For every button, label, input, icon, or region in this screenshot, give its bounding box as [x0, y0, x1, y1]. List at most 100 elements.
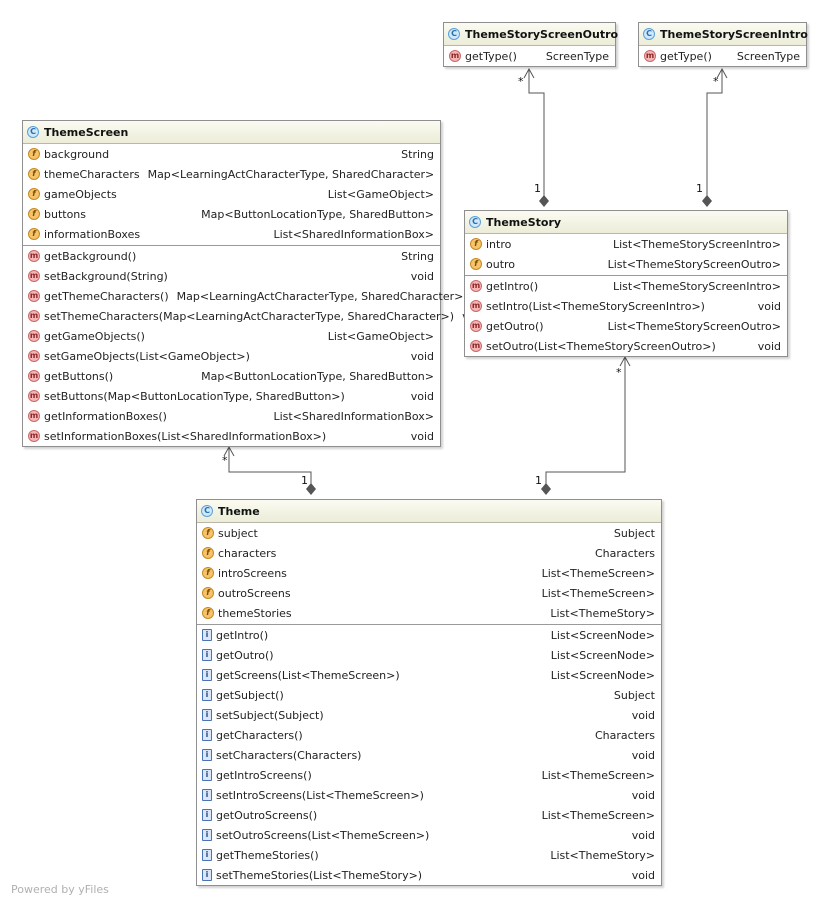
interface-method-icon: i — [202, 749, 212, 761]
multiplicity-label: 1 — [301, 474, 308, 487]
field-name: outro — [486, 257, 516, 271]
field-name: background — [44, 147, 110, 161]
composition-diamond — [306, 483, 316, 495]
field-name: characters — [218, 546, 277, 560]
method-signature: getThemeCharacters() — [44, 289, 169, 303]
interface-method-icon: i — [202, 789, 212, 801]
method-signature: getScreens(List<ThemeScreen>) — [216, 668, 400, 682]
return-type: List<SharedInformationBox> — [273, 409, 434, 423]
method-row[interactable]: i setCharacters(Characters) void — [197, 745, 661, 765]
arrowhead — [223, 445, 235, 457]
multiplicity-label: 1 — [696, 182, 703, 195]
method-icon: m — [28, 250, 40, 262]
method-icon: m — [28, 430, 40, 442]
method-signature: getGameObjects() — [44, 329, 145, 343]
method-signature: setCharacters(Characters) — [216, 748, 362, 762]
method-icon: m — [28, 290, 40, 302]
method-signature: setOutroScreens(List<ThemeScreen>) — [216, 828, 430, 842]
edge-theme-themestory — [545, 357, 626, 484]
composition-diamond — [702, 195, 712, 207]
field-type: List<ThemeStoryScreenIntro> — [612, 237, 781, 251]
field-icon: f — [202, 567, 214, 579]
method-icon: m — [470, 280, 482, 292]
field-type: List<GameObject> — [327, 187, 434, 201]
method-signature: setThemeStories(List<ThemeStory>) — [216, 868, 423, 882]
field-icon: f — [28, 228, 40, 240]
method-signature: getSubject() — [216, 688, 284, 702]
method-signature: setIntro(List<ThemeStoryScreenIntro>) — [486, 299, 705, 313]
class-name: Theme — [218, 504, 260, 518]
arrowhead — [619, 355, 631, 367]
return-type: void — [631, 708, 655, 722]
method-icon: m — [28, 410, 40, 422]
multiplicity-label: * — [518, 75, 524, 88]
method-icon: m — [28, 370, 40, 382]
class-name: ThemeStoryScreenOutro — [465, 27, 619, 41]
method-signature: setOutro(List<ThemeStoryScreenOutro>) — [486, 339, 716, 353]
method-signature: getCharacters() — [216, 728, 303, 742]
field-icon: f — [28, 148, 40, 160]
class-icon: C — [27, 126, 39, 138]
multiplicity-label: * — [713, 75, 719, 88]
field-icon: f — [202, 527, 214, 539]
return-type: void — [631, 748, 655, 762]
field-type: Map<ButtonLocationType, SharedButton> — [201, 207, 434, 221]
footer-credit: Powered by yFiles — [11, 883, 109, 896]
field-type: List<ThemeStoryScreenOutro> — [607, 257, 781, 271]
return-type: void — [410, 269, 434, 283]
field-icon: f — [28, 188, 40, 200]
